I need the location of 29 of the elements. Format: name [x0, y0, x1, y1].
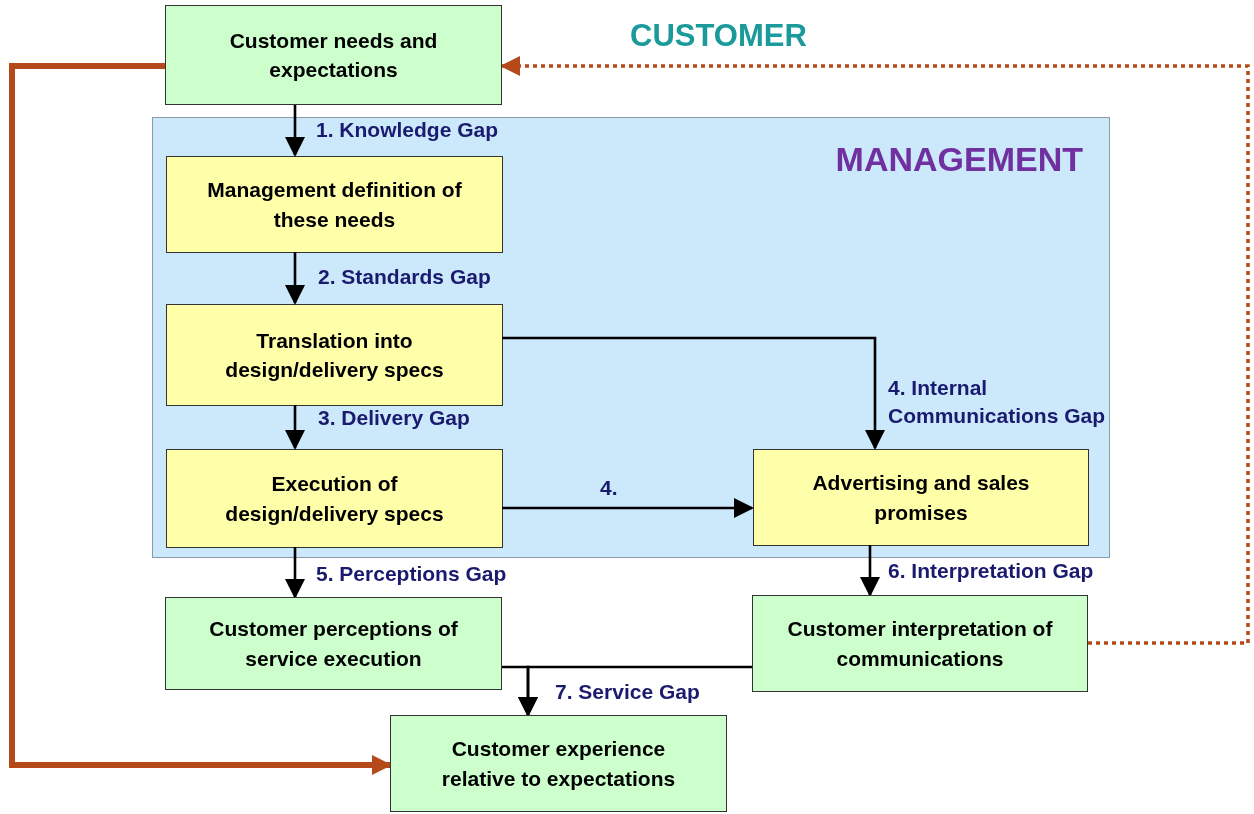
arrow	[502, 498, 754, 518]
panel-title: MANAGEMENT	[835, 139, 1083, 180]
edge-label: 2. Standards Gap	[318, 264, 491, 290]
process-box: Customer interpretation of communications	[752, 595, 1088, 692]
process-box: Advertising and sales promises	[753, 449, 1089, 546]
edge-label: 5. Perceptions Gap	[316, 561, 507, 587]
process-box: Translation into design/delivery specs	[166, 304, 503, 406]
edge-label: 7. Service Gap	[555, 679, 700, 705]
section-title: CUSTOMER	[630, 18, 807, 54]
process-box: Management definition of these needs	[166, 156, 503, 253]
arrow	[860, 545, 880, 597]
arrow	[285, 547, 305, 599]
arrow	[502, 336, 885, 450]
edge-label: 4. Internal Communications Gap	[888, 375, 1107, 430]
edge-label: 1. Knowledge Gap	[316, 117, 499, 143]
arrow	[500, 56, 1250, 645]
arrow	[285, 405, 305, 450]
edge-label: 6. Interpretation Gap	[888, 558, 1094, 584]
process-box: Execution of design/delivery specs	[166, 449, 503, 548]
edge-label: 3. Delivery Gap	[318, 405, 470, 431]
management-panel	[152, 117, 1110, 558]
arrow	[285, 105, 305, 157]
process-box: Customer perceptions of service execution	[165, 597, 502, 690]
process-box: Customer needs and expectations	[165, 5, 502, 105]
arrow	[9, 63, 392, 775]
arrow	[285, 252, 305, 305]
edge-label: 4.	[600, 475, 618, 501]
arrow	[518, 665, 752, 717]
process-box: Customer experience relative to expectations	[390, 715, 727, 812]
